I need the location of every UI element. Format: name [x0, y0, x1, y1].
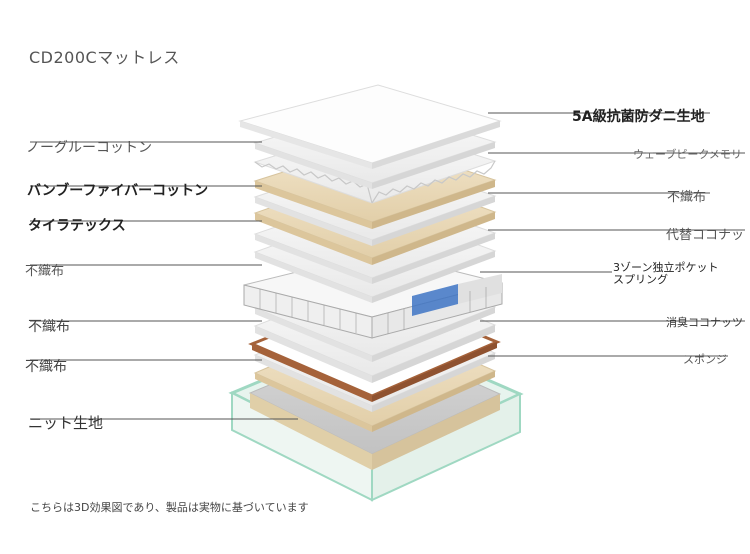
footnote: こちらは3D効果図であり、製品は実物に基づいています: [30, 501, 309, 514]
label-nonwoven-right: 不織布: [667, 190, 707, 205]
leader-lines: [30, 112, 745, 420]
label-alt-coconut: 代替ココナッ: [666, 228, 745, 243]
label-nonwoven-left-2: 不織布: [28, 319, 70, 335]
label-deodor-coconut: 消臭ココナッツ: [666, 316, 743, 329]
label-knit-fabric: ニット生地: [28, 414, 104, 432]
label-pocket-spring: 3ゾーン独立ポケットスプリング: [613, 261, 719, 286]
label-sponge: スポンジ: [683, 353, 727, 366]
page-title: CD200Cマットレス: [29, 48, 180, 67]
label-nonwoven-left-3: 不織布: [25, 359, 67, 375]
label-tylatex: タイラテックス: [28, 218, 126, 234]
label-antimite-fabric: 5A級抗菌防ダニ生地: [572, 109, 705, 125]
label-nogle-cotton: ノーグルーコットン: [26, 140, 152, 156]
label-bamboo-fiber: バンブーファイバーコットン: [27, 183, 209, 199]
antimite-top-layer: [238, 84, 502, 169]
label-nonwoven-left-1: 不織布: [25, 264, 65, 279]
label-wave-memory: ウェーブピークメモリ: [633, 148, 742, 161]
